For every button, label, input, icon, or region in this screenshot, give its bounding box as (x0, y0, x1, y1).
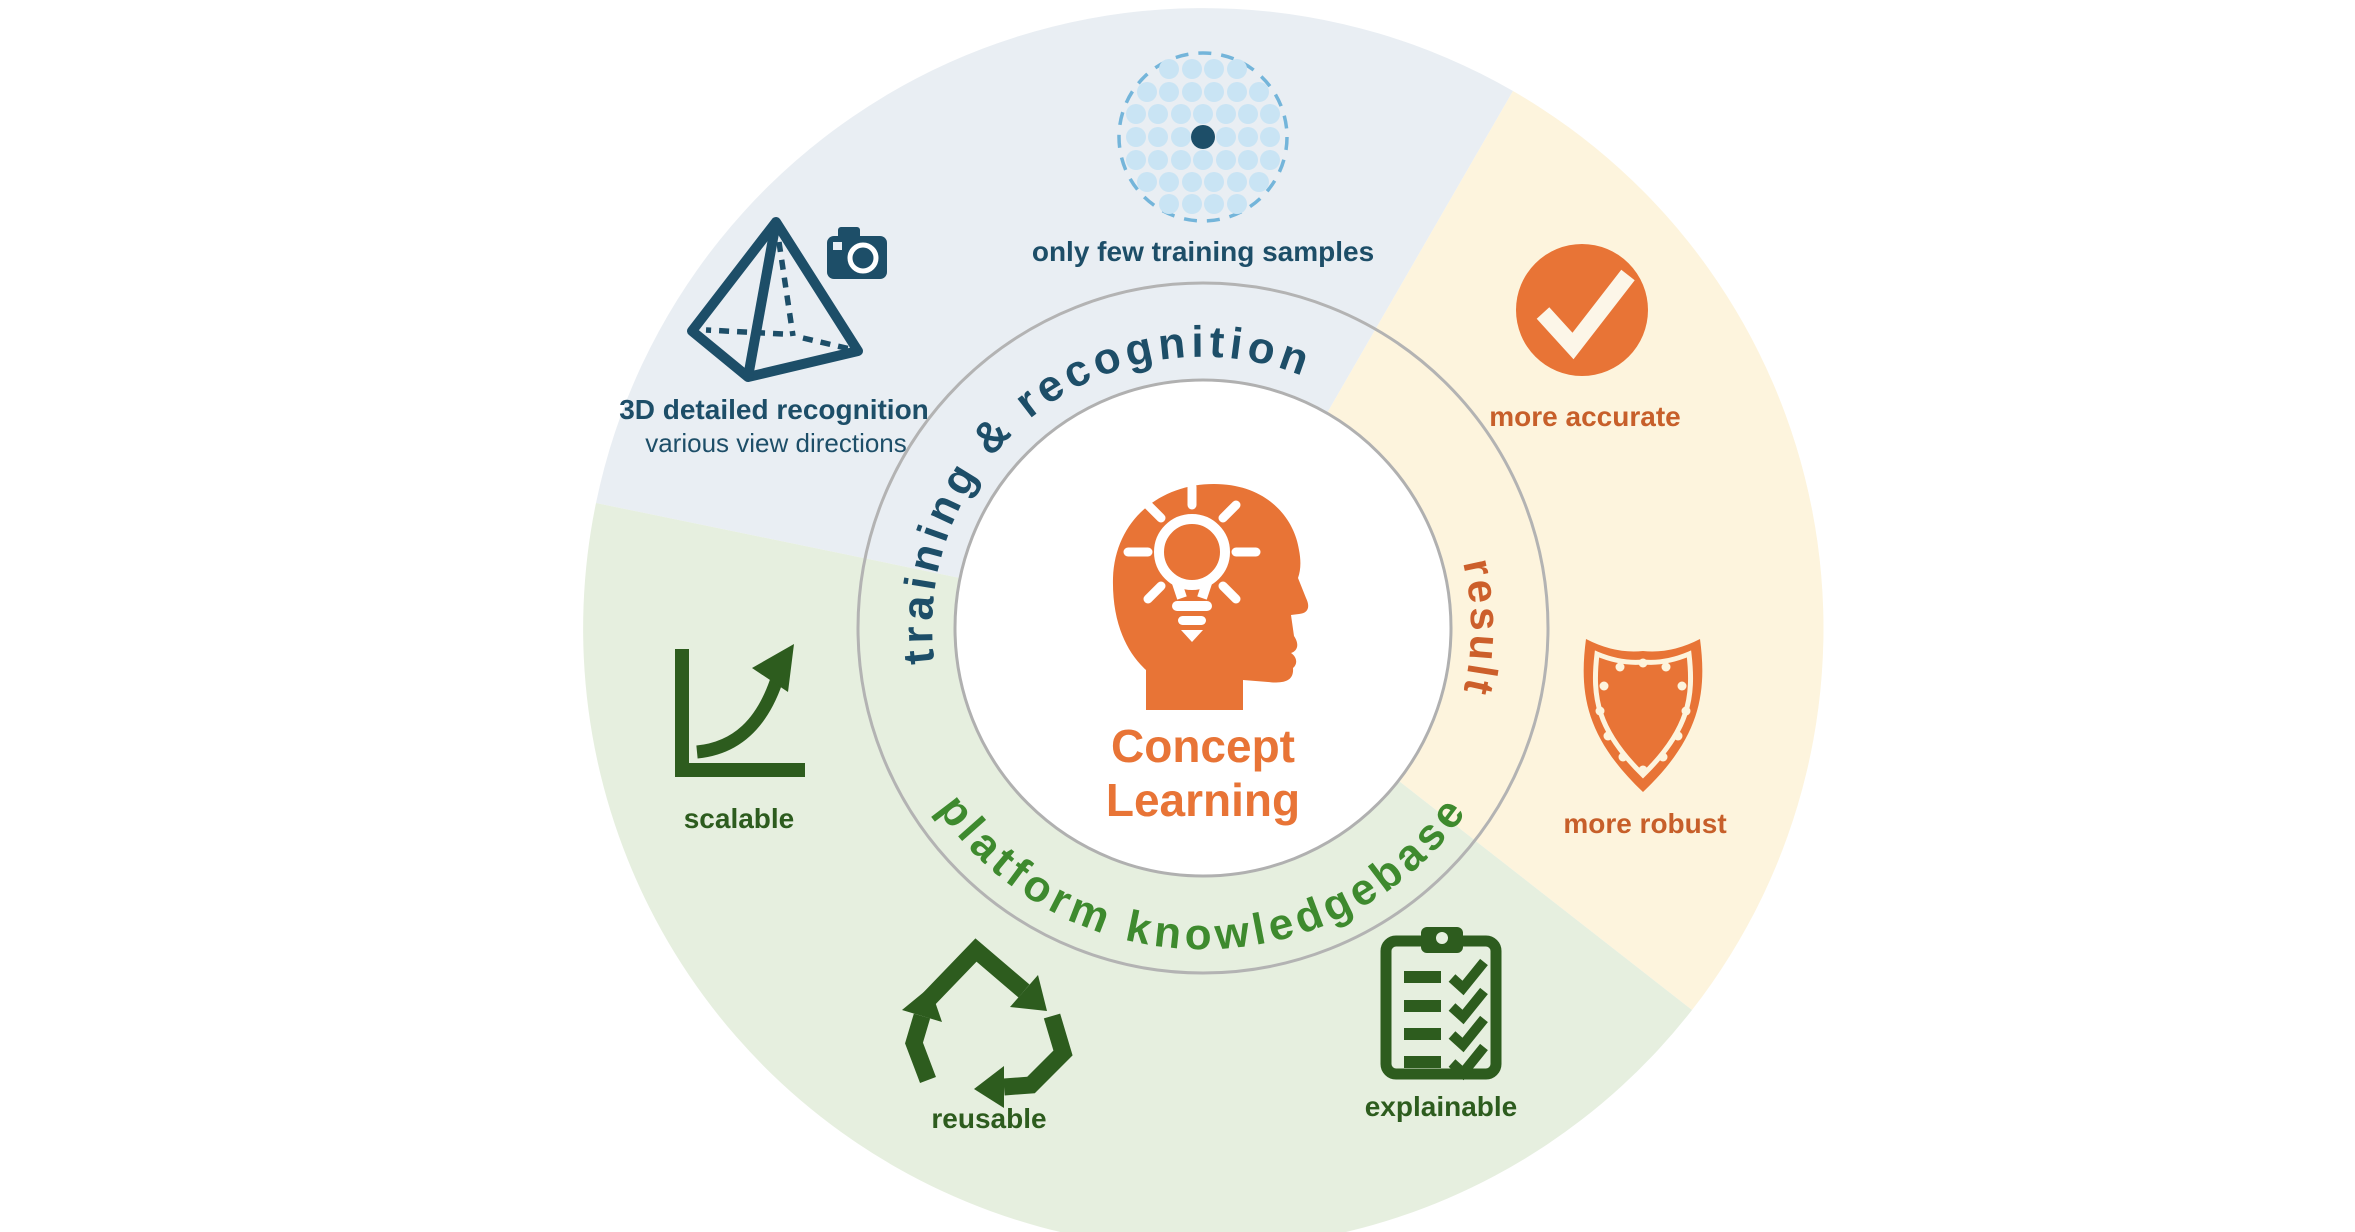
shield-dots (1595, 658, 1691, 775)
check-circle-icon (1516, 244, 1648, 376)
head-lightbulb-icon (1112, 482, 1309, 710)
sample-dot-selected (1191, 125, 1215, 149)
camera-icon (827, 227, 887, 279)
recycle-icon (902, 938, 1073, 1108)
shield-icon (1583, 639, 1703, 792)
sample-dots (1126, 59, 1280, 214)
label-scalable: scalable (684, 803, 795, 834)
growth-chart-icon (675, 644, 805, 777)
label-explainable: explainable (1365, 1091, 1518, 1122)
center-title-line2: Learning (1106, 774, 1300, 826)
label-recognition-title: 3D detailed recognition (619, 394, 929, 425)
label-recognition-sub: various view directions (645, 428, 907, 458)
ring-outer-circle (856, 281, 1550, 975)
clipboard-checklist-icon (1380, 927, 1502, 1081)
label-more-robust: more robust (1563, 808, 1726, 839)
label-more-accurate: more accurate (1489, 401, 1680, 432)
pyramid-3d-icon (687, 217, 863, 382)
dotted-samples-icon (1117, 51, 1289, 223)
lightbulb-icon (1123, 482, 1261, 642)
label-reusable: reusable (931, 1103, 1046, 1134)
label-few-samples: only few training samples (1032, 236, 1374, 267)
sector-result-background (1203, 91, 1824, 1010)
center-title-line1: Concept (1111, 720, 1295, 772)
